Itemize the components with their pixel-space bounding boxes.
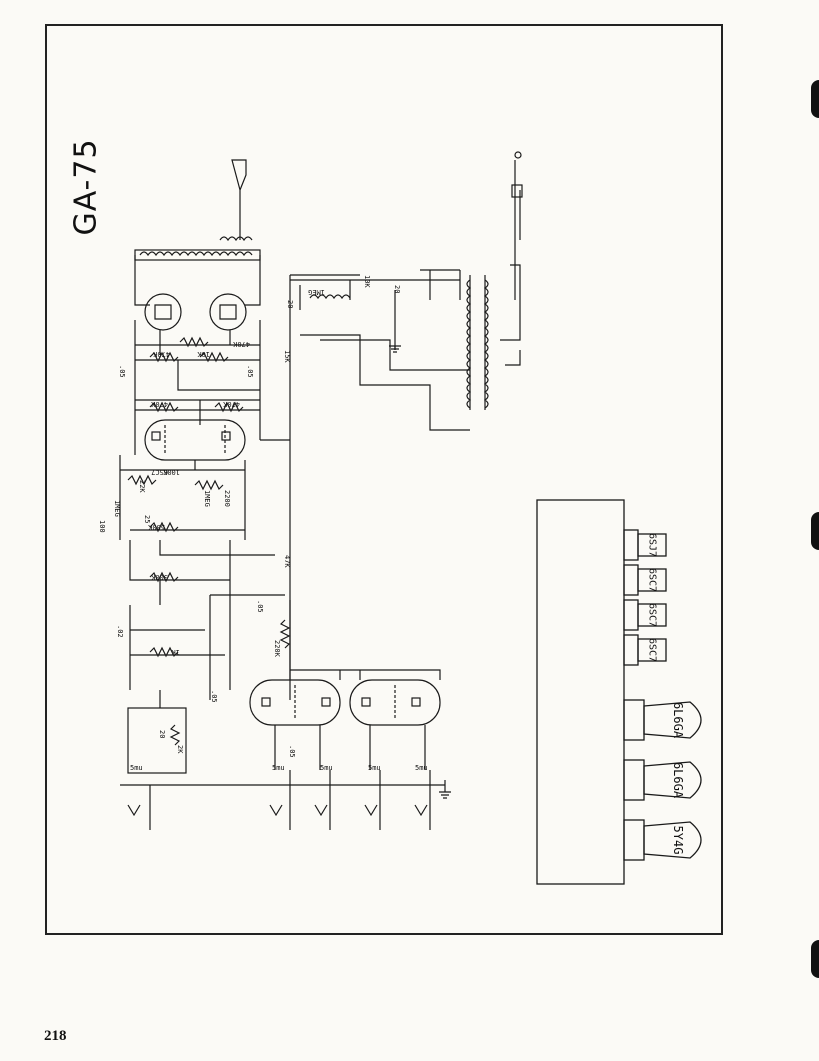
label-r300k: 300K bbox=[150, 573, 168, 581]
binding-hole-mark bbox=[811, 940, 819, 978]
tube-label-2: 6SC7 bbox=[646, 567, 658, 593]
input-label-4: 5mu bbox=[368, 764, 381, 772]
label-r220k: 220K bbox=[273, 640, 281, 658]
tube-label-7: 5Y4G bbox=[671, 825, 685, 855]
label-c20: 20 bbox=[158, 730, 166, 738]
drawing-border bbox=[45, 24, 723, 935]
tube-socket-6l6ga-a bbox=[623, 699, 645, 741]
speaker-coil bbox=[219, 236, 253, 242]
label-c05-d: .05 bbox=[210, 690, 218, 703]
output-tube-b bbox=[209, 293, 247, 331]
speaker bbox=[231, 159, 247, 240]
wiring bbox=[119, 151, 523, 830]
tube-label-4: 6SC7 bbox=[646, 637, 658, 663]
line-plug bbox=[514, 151, 522, 159]
label-v6sc7: 6SC7 bbox=[151, 468, 168, 476]
label-c05-c: .05 bbox=[256, 600, 264, 613]
label-r1meg-a: 1MEG bbox=[113, 500, 121, 517]
tube-socket-6l6ga-b bbox=[623, 759, 645, 801]
tube-label-5: 6L6GA bbox=[671, 701, 685, 739]
label-r470k-a: 470K bbox=[152, 350, 170, 358]
ground-symbol bbox=[389, 345, 401, 353]
component-labels: 470K 10K 470K 470K 470K 1MEG 1MEG 22K 10… bbox=[98, 275, 401, 758]
input-label-5: 5mu bbox=[415, 764, 428, 772]
binding-hole-mark bbox=[811, 512, 819, 550]
tube-socket-6sc7-a bbox=[623, 564, 639, 596]
tube-label-6: 6L6GA bbox=[671, 761, 685, 799]
label-r500k: 500K bbox=[147, 523, 165, 531]
label-c05-a: .05 bbox=[118, 365, 126, 378]
output-transformer bbox=[134, 249, 261, 261]
label-c20c: 20 bbox=[393, 285, 401, 293]
tube-socket-6sj7 bbox=[623, 529, 639, 561]
binding-hole-mark bbox=[811, 80, 819, 118]
label-r470k-d: 470K bbox=[222, 400, 240, 408]
input-label-3: 5mu bbox=[320, 764, 333, 772]
label-c05-e: .05 bbox=[288, 745, 296, 758]
tube-label-3: 6SC7 bbox=[646, 602, 658, 628]
label-r47k: 47K bbox=[283, 555, 291, 568]
label-r2k: 2K bbox=[176, 745, 184, 754]
label-c20b: 20 bbox=[286, 300, 294, 308]
label-c05-b: .05 bbox=[246, 365, 254, 378]
fuse bbox=[511, 184, 523, 198]
label-r2200: 2200 bbox=[223, 490, 231, 507]
output-tube-a bbox=[144, 293, 182, 331]
input-label-1: 5mu bbox=[130, 764, 143, 772]
tube-socket-6sc7-c bbox=[623, 634, 639, 666]
label-r470k-c: 470K bbox=[150, 400, 168, 408]
label-c02: .02 bbox=[116, 625, 124, 638]
power-transformer bbox=[469, 275, 486, 410]
label-r1k: 1K bbox=[171, 648, 180, 656]
tube-socket-5y4g bbox=[623, 819, 645, 861]
label-c100: 100 bbox=[98, 520, 106, 533]
label-r15k: 15K bbox=[283, 350, 291, 363]
label-r22k: 22K bbox=[138, 480, 146, 493]
label-r1meg-b: 1MEG bbox=[203, 490, 211, 507]
preamp-tube-b bbox=[349, 679, 441, 726]
input-label-2: 5mu bbox=[272, 764, 285, 772]
label-c25: 25 bbox=[143, 515, 151, 523]
page-number: 218 bbox=[44, 1028, 67, 1044]
label-r10k-a: 10K bbox=[197, 350, 210, 358]
chassis-layout bbox=[536, 499, 702, 885]
label-r10k-b: 10K bbox=[363, 275, 371, 288]
line-cord bbox=[514, 160, 521, 300]
tube-socket-6sc7-b bbox=[623, 599, 639, 631]
preamp-tube-a bbox=[249, 679, 341, 726]
tube-label-1: 6SJ7 bbox=[646, 532, 658, 558]
chassis-outline bbox=[536, 499, 625, 885]
label-r100k: 100K bbox=[162, 468, 180, 476]
label-r470k-b: 470K bbox=[232, 340, 250, 348]
label-choke-1meg: 1MEG bbox=[308, 288, 325, 296]
input-jacks bbox=[127, 804, 428, 817]
input-labels: 5mu 5mu 5mu 5mu 5mu bbox=[130, 764, 428, 772]
filter-choke bbox=[309, 294, 351, 300]
